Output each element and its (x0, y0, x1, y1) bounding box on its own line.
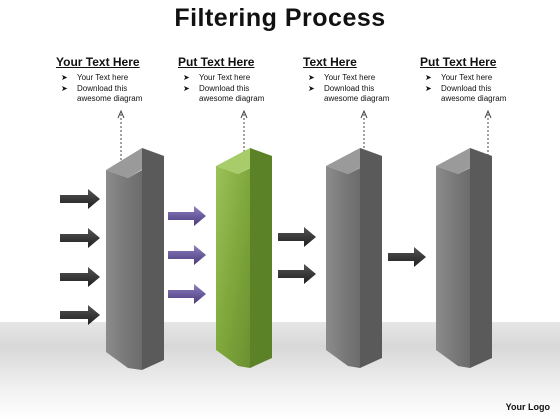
connector-4 (484, 109, 492, 156)
bullet-text: Download this awesome diagram (199, 84, 265, 103)
bullet-item: ➤ Your Text here (178, 73, 298, 83)
bullet-text: Your Text here (441, 73, 493, 82)
bullet-item: ➤ Your Text here (303, 73, 423, 83)
connector-2 (240, 109, 248, 156)
bullet-arrow-icon: ➤ (308, 84, 315, 93)
column-heading: Put Text Here (420, 55, 497, 69)
bullet-text: Your Text here (77, 73, 129, 82)
arrow-stage-1 (60, 189, 100, 325)
bullet-arrow-icon: ➤ (183, 73, 190, 82)
bullet-text: Download this awesome diagram (324, 84, 390, 103)
column-heading: Text Here (303, 55, 357, 69)
column-1: Your Text Here ➤ Your Text here ➤ Downlo… (56, 55, 176, 105)
arrow-stage-4 (388, 247, 426, 267)
bullet-text: Your Text here (199, 73, 251, 82)
filter-panel-3 (326, 148, 382, 368)
column-heading: Your Text Here (56, 55, 140, 69)
filter-panel-1 (106, 148, 164, 370)
bullet-arrow-icon: ➤ (61, 73, 68, 82)
bullet-arrow-icon: ➤ (183, 84, 190, 93)
bullet-text: Download this awesome diagram (77, 84, 143, 103)
logo-placeholder: Your Logo (505, 402, 550, 412)
bullet-item: ➤ Your Text here (56, 73, 176, 83)
arrow-stage-3 (278, 227, 316, 284)
bullet-item: ➤ Download this awesome diagram (303, 84, 404, 104)
arrow-stage-2 (168, 206, 206, 304)
filter-panel-4 (436, 148, 492, 368)
bullet-item: ➤ Download this awesome diagram (178, 84, 279, 104)
bullet-item: ➤ Your Text here (420, 73, 540, 83)
bullet-arrow-icon: ➤ (425, 84, 432, 93)
filter-panel-2 (216, 148, 272, 368)
diagram-title: Filtering Process (174, 4, 386, 32)
bullet-arrow-icon: ➤ (308, 73, 315, 82)
column-heading: Put Text Here (178, 55, 255, 69)
bullet-text: Download this awesome diagram (441, 84, 507, 103)
column-4: Put Text Here ➤ Your Text here ➤ Downloa… (420, 55, 540, 105)
bullet-arrow-icon: ➤ (61, 84, 68, 93)
bullet-arrow-icon: ➤ (425, 73, 432, 82)
bullet-item: ➤ Download this awesome diagram (420, 84, 521, 104)
bullet-item: ➤ Download this awesome diagram (56, 84, 157, 104)
connector-1 (117, 109, 125, 160)
connector-3 (360, 109, 368, 156)
column-2: Put Text Here ➤ Your Text here ➤ Downloa… (178, 55, 298, 105)
bullet-text: Your Text here (324, 73, 376, 82)
column-3: Text Here ➤ Your Text here ➤ Download th… (303, 55, 423, 105)
